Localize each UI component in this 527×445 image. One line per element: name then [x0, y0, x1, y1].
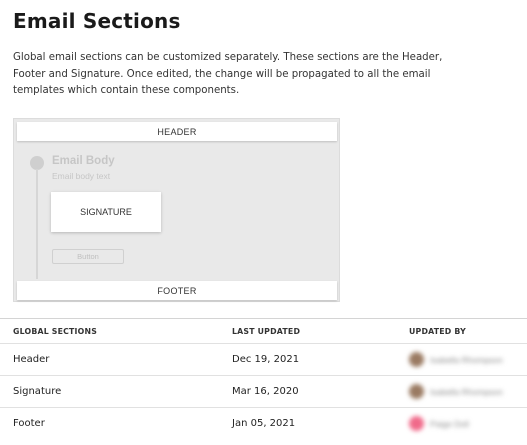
section-name[interactable]: Footer [13, 418, 45, 429]
table-row-header[interactable]: Header Dec 19, 2021 Isabella Rhompson [0, 343, 527, 375]
updated-by-user: Paige Doll [409, 416, 469, 431]
email-body-line [36, 169, 38, 279]
avatar [409, 352, 424, 367]
user-name: Paige Doll [430, 418, 469, 429]
updated-by-user: Isabella Rhompson [409, 384, 503, 399]
updated-by-user: Isabella Rhompson [409, 352, 503, 367]
avatar [409, 416, 424, 431]
last-updated-date: Jan 05, 2021 [232, 418, 296, 429]
column-header-global-sections: GLOBAL SECTIONS [13, 326, 98, 336]
last-updated-date: Dec 19, 2021 [232, 354, 300, 365]
section-name[interactable]: Header [13, 354, 50, 365]
avatar [409, 384, 424, 399]
preview-signature-section[interactable]: SIGNATURE [51, 192, 161, 232]
column-header-last-updated: LAST UPDATED [232, 326, 301, 336]
preview-footer-section[interactable]: FOOTER [17, 281, 337, 300]
page-title: Email Sections [13, 9, 181, 33]
email-body-dot-icon [30, 156, 44, 170]
email-layout-preview: HEADER Email Body Email body text SIGNAT… [13, 118, 340, 302]
preview-placeholder-button: Button [52, 249, 124, 264]
section-name[interactable]: Signature [13, 386, 62, 397]
table-row-footer[interactable]: Footer Jan 05, 2021 Paige Doll [0, 407, 527, 439]
preview-header-section[interactable]: HEADER [17, 122, 337, 141]
page-description: Global email sections can be customized … [13, 52, 443, 96]
global-sections-table: GLOBAL SECTIONS LAST UPDATED UPDATED BY … [0, 318, 527, 439]
last-updated-date: Mar 16, 2020 [232, 386, 299, 397]
user-name: Isabella Rhompson [430, 386, 503, 397]
table-row-signature[interactable]: Signature Mar 16, 2020 Isabella Rhompson [0, 375, 527, 407]
email-body-text: Email body text [52, 171, 111, 181]
user-name: Isabella Rhompson [430, 354, 503, 365]
column-header-updated-by: UPDATED BY [409, 326, 466, 336]
table-header: GLOBAL SECTIONS LAST UPDATED UPDATED BY [0, 318, 527, 343]
email-body-title: Email Body [52, 155, 115, 167]
